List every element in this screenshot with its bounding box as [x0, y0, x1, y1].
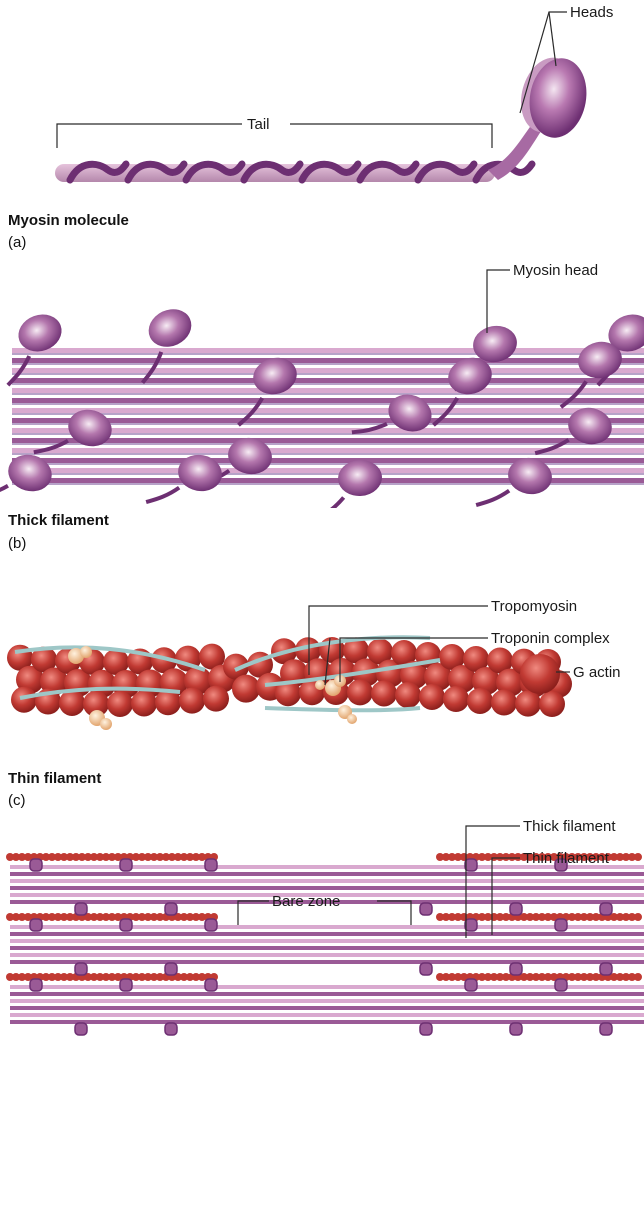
panel-b-title: Thick filament — [8, 512, 109, 529]
panel-c-title: Thin filament — [8, 770, 101, 787]
label-bare-zone: Bare zone — [272, 893, 340, 910]
panel-c-letter: (c) — [8, 792, 26, 809]
label-troponin-complex: Troponin complex — [491, 630, 610, 647]
label-g-actin: G actin — [573, 664, 621, 681]
label-myosin-head: Myosin head — [513, 262, 598, 279]
thick-filament-heads — [0, 302, 644, 508]
panel-b-letter: (b) — [8, 535, 26, 552]
thick-filament-diagram: Myosin head — [0, 258, 644, 508]
label-thin-filament: Thin filament — [523, 850, 610, 867]
label-tropomyosin: Tropomyosin — [491, 598, 577, 615]
label-heads: Heads — [570, 4, 613, 21]
thin-filament-diagram: Tropomyosin Troponin complex G actin — [0, 590, 644, 760]
sarcomere-filaments — [6, 853, 644, 1035]
label-tail: Tail — [247, 116, 270, 133]
thick-filament-body — [12, 348, 644, 485]
label-thick-filament: Thick filament — [523, 818, 616, 835]
sarcomere-diagram: Thick filament Thin filament Bare zone — [0, 815, 644, 1221]
panel-a-title: Myosin molecule — [8, 212, 129, 229]
panel-a-letter: (a) — [8, 234, 26, 251]
myosin-molecule-diagram: Heads Tail — [0, 0, 644, 200]
